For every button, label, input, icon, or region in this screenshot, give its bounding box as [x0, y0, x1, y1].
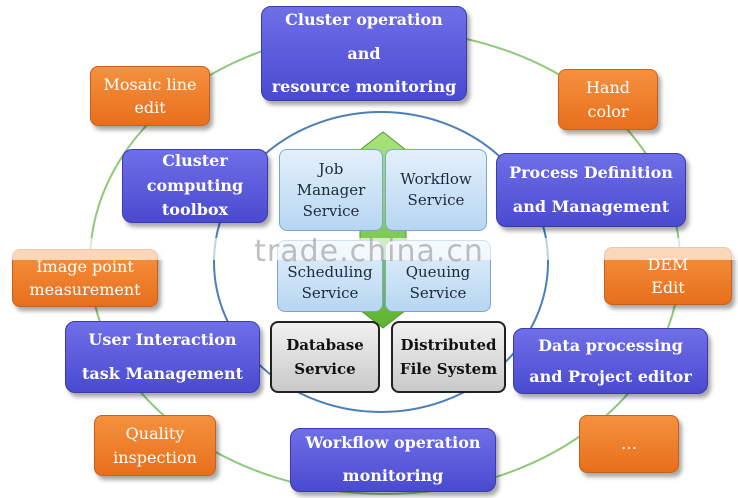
node-hand-color: Hand color [558, 69, 658, 130]
inner-ring [213, 111, 549, 413]
node-process-definition: Process Definition and Management [496, 153, 686, 227]
node-workflow-service: Workflow Service [385, 149, 487, 231]
watermark-text: trade.china.cn [254, 233, 484, 269]
node-user-interaction: User Interaction task Management [65, 321, 260, 393]
node-workflow-operation: Workflow operation monitoring [290, 428, 496, 492]
node-database-service: Database Service [270, 321, 380, 393]
node-cluster-computing-toolbox: Cluster computing toolbox [122, 149, 268, 223]
node-job-manager: Job Manager Service [279, 149, 383, 231]
node-mosaic-line-edit: Mosaic line edit [90, 66, 210, 126]
node-data-processing: Data processing and Project editor [513, 328, 708, 394]
node-cluster-operation: Cluster operation and resource monitorin… [261, 6, 467, 101]
node-distributed-file-system: Distributed File System [391, 321, 506, 393]
node-ellipsis: … [579, 415, 679, 473]
watermark-band [0, 238, 738, 260]
node-quality-inspection: Quality inspection [94, 415, 216, 476]
